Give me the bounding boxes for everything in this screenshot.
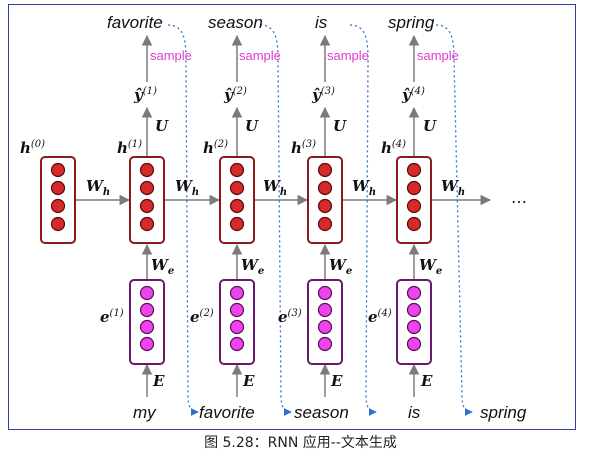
e-matrix-label-3: E — [331, 372, 343, 390]
hidden-state-3-unit-3 — [317, 198, 333, 214]
hidden-state-2-unit-4 — [229, 216, 245, 232]
output-word-4: spring — [388, 13, 435, 32]
sample-label-2: sample — [239, 48, 281, 63]
embedding-vector-1-unit-1 — [139, 285, 155, 301]
hidden-state-2-unit-1 — [229, 162, 245, 178]
hidden-state-1-unit-3 — [139, 198, 155, 214]
output-word-1: favorite — [107, 13, 163, 32]
y-hat-label-4: ŷ(4) — [402, 86, 425, 104]
input-word-3: season — [294, 403, 349, 422]
embedding-vector-3-unit-2 — [317, 302, 333, 318]
embedding-vector-2-unit-4 — [229, 336, 245, 352]
hidden-state-3-unit-4 — [317, 216, 333, 232]
e-matrix-label-4: E — [421, 372, 433, 390]
figure-caption: 图 5.28：RNN 应用--文本生成 — [204, 435, 397, 451]
embedding-vector-4-unit-2 — [406, 302, 422, 318]
hidden-state-4-unit-1 — [406, 162, 422, 178]
e-matrix-label-1: E — [153, 372, 165, 390]
feedback-dotted-arrow-4 — [435, 24, 473, 416]
output-word-3: is — [315, 13, 328, 32]
feedback-dotted-arrow-1 — [167, 24, 199, 416]
feedback-dotted-arrow-3 — [349, 24, 377, 416]
embedding-vector-4-unit-3 — [406, 319, 422, 335]
hidden-state-1-unit-4 — [139, 216, 155, 232]
we-label-1: We — [151, 256, 175, 277]
hidden-state-0-unit-3 — [50, 198, 66, 214]
e-label-4: e(4) — [368, 308, 392, 326]
we-label-4: We — [419, 256, 443, 277]
hidden-state-2-unit-2 — [229, 180, 245, 196]
input-word-1: my — [133, 403, 156, 422]
y-hat-label-1: ŷ(1) — [134, 86, 157, 104]
e-label-2: e(2) — [190, 308, 214, 326]
hidden-state-4-unit-3 — [406, 198, 422, 214]
embedding-vector-1-unit-4 — [139, 336, 155, 352]
embedding-vector-2-unit-1 — [229, 285, 245, 301]
hidden-state-4-unit-4 — [406, 216, 422, 232]
embedding-vector-4-unit-1 — [406, 285, 422, 301]
embedding-vector-3-unit-4 — [317, 336, 333, 352]
u-weight-label-3: U — [333, 117, 347, 135]
input-word-5: spring — [480, 403, 527, 422]
hidden-state-1-unit-1 — [139, 162, 155, 178]
embedding-vector-2-unit-2 — [229, 302, 245, 318]
e-label-3: e(3) — [278, 308, 302, 326]
wh-label-1: Wh — [86, 177, 111, 198]
hidden-state-3-unit-2 — [317, 180, 333, 196]
embedding-vector-3-unit-3 — [317, 319, 333, 335]
embedding-vector-1-unit-3 — [139, 319, 155, 335]
we-label-2: We — [241, 256, 265, 277]
figure-frame — [8, 4, 576, 430]
embedding-vector-2-unit-3 — [229, 319, 245, 335]
wh-label-3: Wh — [263, 177, 288, 198]
h-label-1: h(1) — [117, 139, 143, 157]
hidden-state-3-unit-1 — [317, 162, 333, 178]
embedding-vector-1-unit-2 — [139, 302, 155, 318]
u-weight-label-1: U — [155, 117, 169, 135]
continuation-ellipsis: … — [511, 188, 527, 207]
h-label-2: h(2) — [203, 139, 229, 157]
hidden-state-0-unit-1 — [50, 162, 66, 178]
hidden-state-1-unit-2 — [139, 180, 155, 196]
u-weight-label-2: U — [245, 117, 259, 135]
e-matrix-label-2: E — [243, 372, 255, 390]
wh-label-4: Wh — [352, 177, 377, 198]
sample-label-3: sample — [327, 48, 369, 63]
we-label-3: We — [329, 256, 353, 277]
e-label-1: e(1) — [100, 308, 124, 326]
hidden-state-0-unit-2 — [50, 180, 66, 196]
sample-label-1: sample — [150, 48, 192, 63]
h-label-3: h(3) — [291, 139, 317, 157]
input-word-4: is — [408, 403, 421, 422]
hidden-state-4-unit-2 — [406, 180, 422, 196]
y-hat-label-2: ŷ(2) — [224, 86, 247, 104]
h-label-0: h(0) — [20, 139, 46, 157]
input-word-2: favorite — [199, 403, 255, 422]
hidden-state-2-unit-3 — [229, 198, 245, 214]
output-word-2: season — [208, 13, 263, 32]
hidden-state-0-unit-4 — [50, 216, 66, 232]
wh-label-5: Wh — [441, 177, 466, 198]
embedding-vector-4-unit-4 — [406, 336, 422, 352]
u-weight-label-4: U — [423, 117, 437, 135]
wh-label-2: Wh — [175, 177, 200, 198]
sample-label-4: sample — [417, 48, 459, 63]
feedback-dotted-arrow-2 — [259, 24, 292, 416]
embedding-vector-3-unit-1 — [317, 285, 333, 301]
h-label-4: h(4) — [381, 139, 407, 157]
y-hat-label-3: ŷ(3) — [312, 86, 335, 104]
